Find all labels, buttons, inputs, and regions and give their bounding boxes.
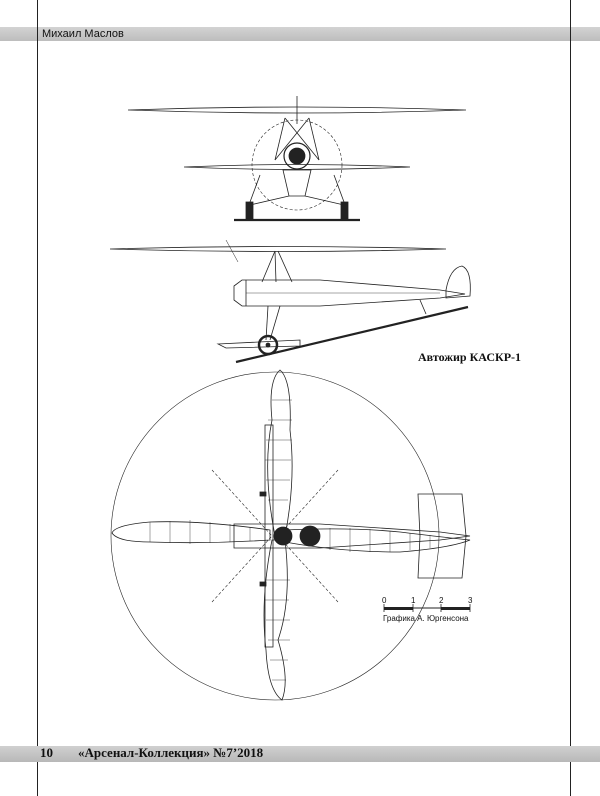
front-view-pylon-strut (308, 117, 320, 161)
front-view-gear-strut (249, 195, 290, 206)
publication-title: «Арсенал-Коллекция» №7’2018 (78, 745, 264, 760)
front-view-wing (183, 164, 411, 170)
side-view-rotor-line (225, 239, 239, 263)
top-view-blade-south (263, 539, 288, 701)
scale-bar (383, 604, 471, 612)
front-view-pylon-strut (284, 117, 320, 161)
top-view (110, 369, 471, 701)
scale-tick-label: 0 (382, 596, 387, 605)
top-view-cockpit (299, 525, 321, 547)
running-head-author: Михаил Маслов (42, 28, 124, 40)
front-view-pylon-strut (274, 117, 310, 161)
front-view-gear-strut (249, 174, 261, 203)
top-view-fuselage (233, 523, 471, 549)
scale-tick-label: 2 (439, 596, 444, 605)
side-view-rotor (109, 246, 447, 252)
graphics-credit: Графика А. Юргенсона (383, 614, 469, 623)
front-view-gear-strut (304, 195, 345, 206)
footer-bar (0, 746, 600, 762)
side-view-tail-skid (419, 299, 427, 315)
top-view-blade-east (284, 528, 471, 553)
side-view-pylon (261, 250, 276, 283)
side-view-gear-strut (265, 305, 269, 341)
front-view-gear-strut (333, 174, 345, 203)
front-view (127, 96, 467, 222)
top-view-stub-wing (264, 424, 274, 648)
left-margin-rule (37, 0, 38, 796)
scale-tick-label: 3 (468, 596, 473, 605)
side-view-pylon (274, 250, 277, 283)
top-view-rotor-disc (110, 371, 440, 701)
side-view-tail-fin (445, 265, 471, 299)
top-view-tailplane (417, 493, 467, 579)
top-view-strut-mark (259, 581, 267, 587)
front-view-pylon-strut (274, 117, 286, 161)
side-view-gear-strut (269, 305, 281, 341)
figure-caption: Автожир КАСКР-1 (418, 350, 522, 364)
side-view (109, 239, 471, 364)
front-view-wheel-right (340, 201, 349, 220)
side-view-ground-line (235, 305, 469, 364)
front-view-engine-cowl (283, 142, 311, 170)
top-view-strut-mark (259, 491, 267, 497)
top-view-rotor-hub (273, 526, 293, 546)
front-view-wheel-left (245, 201, 254, 220)
front-view-rotor (127, 106, 467, 114)
header-bar (0, 27, 600, 41)
side-view-fuselage (233, 279, 466, 307)
page-number: 10 (40, 745, 53, 760)
right-margin-rule (570, 0, 571, 796)
front-view-fuselage (282, 169, 312, 197)
front-view-engine (288, 147, 306, 165)
top-view-blade-north (267, 369, 293, 537)
side-view-wheel-hub (265, 342, 271, 348)
top-view-blade-west (111, 521, 271, 544)
side-view-pylon (277, 250, 293, 283)
scale-tick-label: 1 (411, 596, 416, 605)
